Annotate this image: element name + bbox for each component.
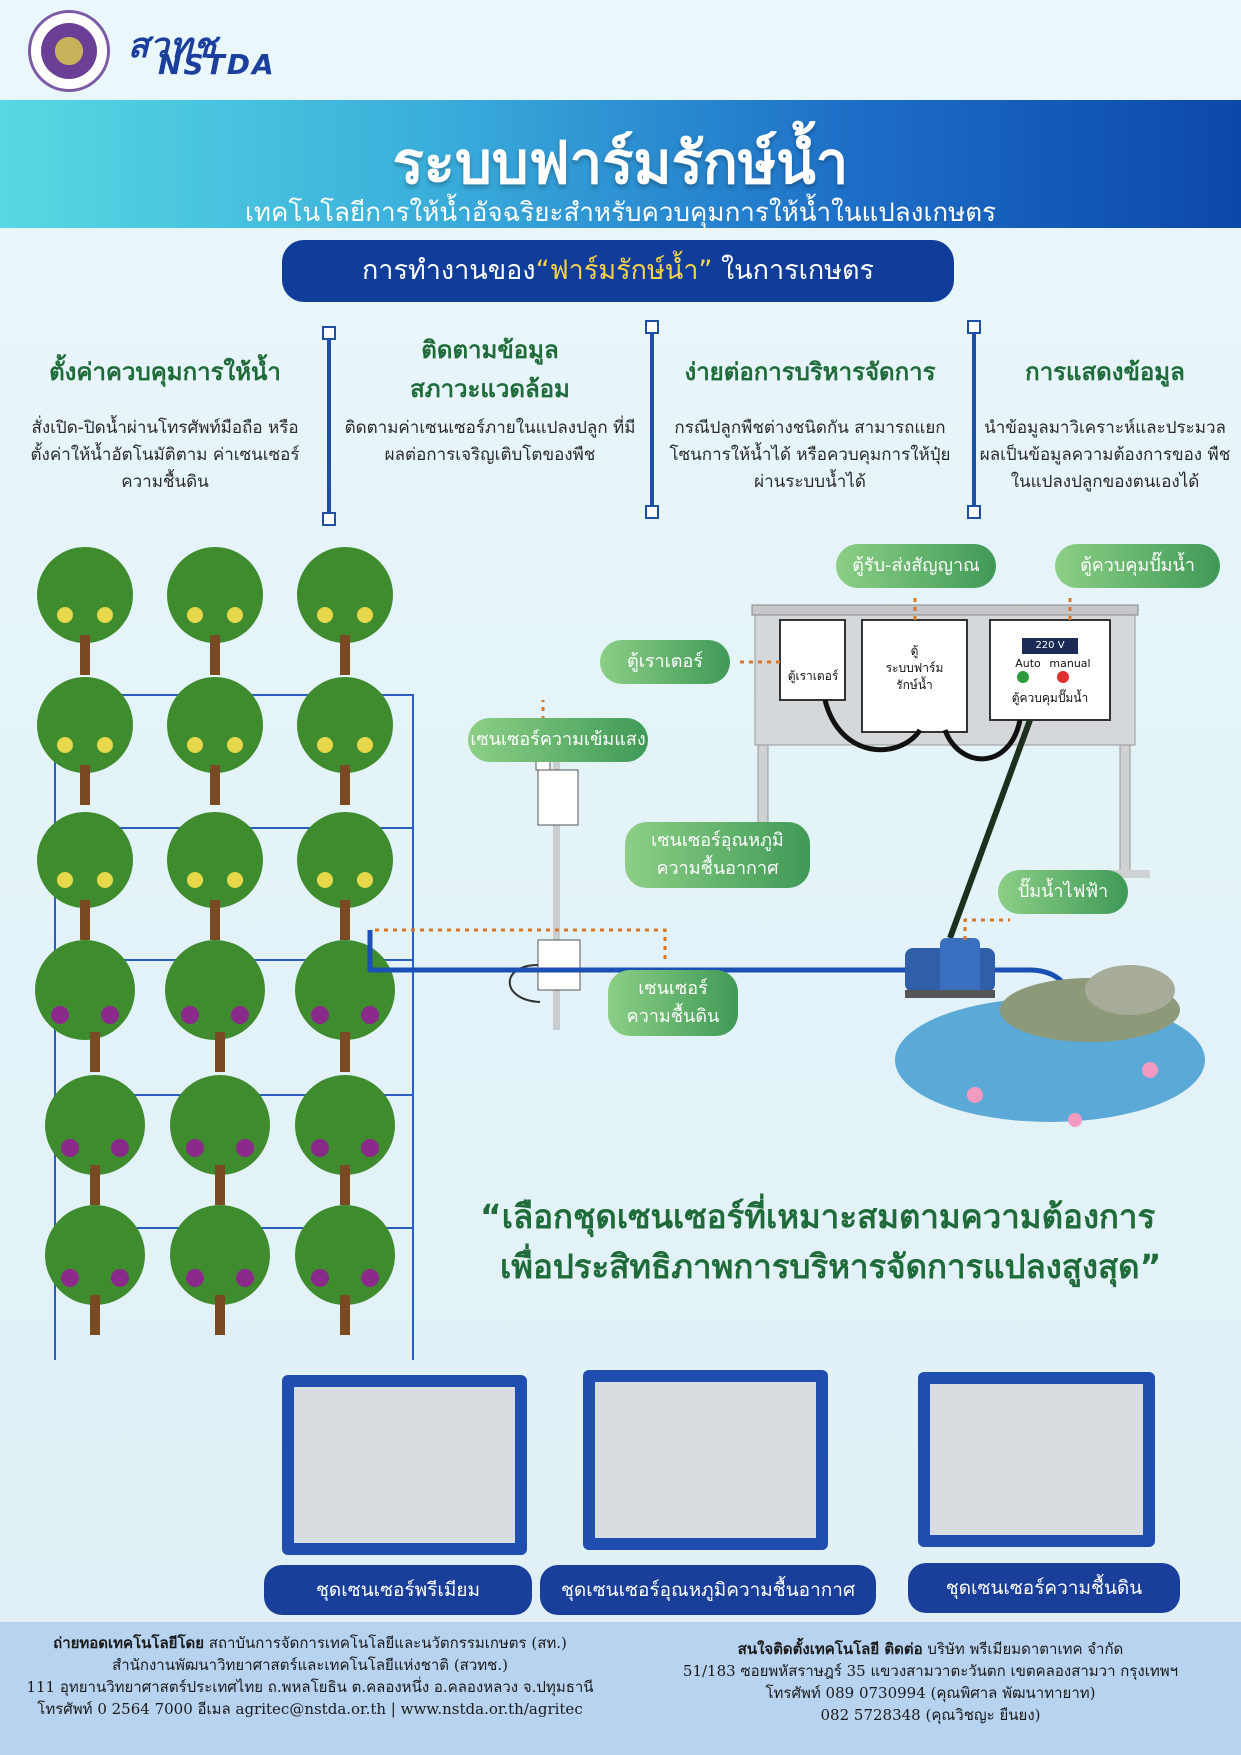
system-box-label-1: ตู้ bbox=[910, 644, 919, 658]
soil-sensor-label: เซนเซอร์ ความชื้นดิน bbox=[608, 970, 738, 1036]
feature-heading-control: ตั้งค่าควบคุมการให้น้ำ bbox=[49, 358, 281, 386]
page-subtitle: เทคโนโลยีการให้น้ำอัจฉริยะสำหรับควบคุมกา… bbox=[244, 198, 997, 228]
voltage-label: 220 V bbox=[1035, 640, 1065, 651]
system-box-label-2: ระบบฟาร์ม bbox=[885, 661, 944, 675]
feature-text-display: นำข้อมูลมาวิเคราะห์และประมวล ผลเป็นข้อมู… bbox=[979, 418, 1231, 492]
kit-label-premium: ชุดเซนเซอร์พรีเมียม bbox=[264, 1565, 532, 1615]
kit-label-air: ชุดเซนเซอร์อุณหภูมิความชื้นอากาศ bbox=[540, 1565, 876, 1615]
electric-pump-label: ปั๊มน้ำไฟฟ้า bbox=[998, 870, 1128, 914]
footer-right: สนใจติดตั้งเทคโนโลยี ติดต่อ บริษัท พรีเม… bbox=[620, 1638, 1241, 1726]
feature-heading-manage: ง่ายต่อการบริหารจัดการ bbox=[684, 358, 936, 386]
column-divider bbox=[972, 324, 976, 510]
quote-line-2: เพื่อประสิทธิภาพการบริหารจัดการแปลงสูงสุ… bbox=[500, 1247, 1162, 1286]
feature-text-monitor: ติดตามค่าเซนเซอร์ภายในแปลงปลูก ที่มีผลต่… bbox=[344, 418, 636, 465]
light-sensor-label: เซนเซอร์ความเข้มแสง bbox=[468, 718, 648, 762]
premium-kit-photo bbox=[282, 1375, 527, 1555]
footer-right-line-2: 51/183 ซอยพหัสราษฎร์ 35 แขวงสามวาตะวันตก… bbox=[682, 1662, 1179, 1680]
section-heading-pre: การทำงานของ bbox=[361, 255, 536, 286]
section-heading-post: ในการเกษตร bbox=[712, 255, 875, 286]
footer-left-lead: ถ่ายทอดเทคโนโลยีโดย bbox=[53, 1634, 205, 1652]
auto-label: Auto bbox=[1015, 657, 1041, 670]
footer-left-org: สถาบันการจัดการเทคโนโลยีและนวัตกรรมเกษตร… bbox=[204, 1634, 567, 1652]
divider-cap bbox=[967, 320, 981, 334]
quote-line-1: “เลือกชุดเซนเซอร์ที่เหมาะสมตามความต้องกา… bbox=[480, 1197, 1156, 1236]
divider-cap bbox=[322, 512, 336, 526]
temp-humidity-line-2: ความชื้นอากาศ bbox=[656, 858, 779, 879]
pump-control-label: ตู้ควบคุมปั๊มน้ำ bbox=[1055, 544, 1220, 588]
feature-heading-display: การแสดงข้อมูล bbox=[1025, 358, 1185, 386]
divider-cap bbox=[645, 505, 659, 519]
footer bbox=[0, 1622, 1241, 1755]
soil-kit-photo bbox=[918, 1372, 1155, 1547]
feature-heading-monitor: ติดตามข้อมูล สภาวะแวดล้อม bbox=[410, 336, 570, 403]
pump-box-label: ตู้ควบคุมปั๊มน้ำ bbox=[1011, 691, 1089, 705]
footer-left-line-4: โทรศัพท์ 0 2564 7000 อีเมล agritec@nstda… bbox=[37, 1700, 583, 1718]
footer-left-line-1: ถ่ายทอดเทคโนโลยีโดย สถาบันการจัดการเทคโน… bbox=[0, 1632, 620, 1654]
router-box-label: ตู้เราเตอร์ bbox=[787, 669, 839, 683]
feature-text-manage: กรณีปลูกพืชต่างชนิดกัน สามารถแยก โซนการใ… bbox=[669, 418, 951, 492]
divider-cap bbox=[967, 505, 981, 519]
footer-right-lead: สนใจติดตั้งเทคโนโลยี ติดต่อ bbox=[737, 1640, 923, 1658]
footer-right-line-4: 082 5728348 (คุณวิชญะ ยืนยง) bbox=[820, 1706, 1041, 1724]
soil-sensor-line-2: ความชื้นดิน bbox=[626, 1006, 720, 1027]
air-kit-photo bbox=[583, 1370, 828, 1550]
title-banner bbox=[0, 100, 1241, 228]
sensor-pole bbox=[508, 719, 581, 1030]
column-divider bbox=[327, 330, 331, 516]
kit-label-soil: ชุดเซนเซอร์ความชื้นดิน bbox=[908, 1563, 1180, 1613]
nstda-logo: สวทช NSTDA bbox=[128, 18, 318, 81]
footer-left: ถ่ายทอดเทคโนโลยีโดย สถาบันการจัดการเทคโน… bbox=[0, 1632, 620, 1720]
section-heading-highlight: “ฟาร์มรักษ์น้ำ” bbox=[535, 255, 713, 286]
temp-humidity-line-1: เซนเซอร์อุณหภูมิ bbox=[651, 830, 784, 851]
temp-humidity-label: เซนเซอร์อุณหภูมิ ความชื้นอากาศ bbox=[625, 822, 810, 888]
pond-illustration bbox=[895, 965, 1205, 1127]
footer-right-line-1: สนใจติดตั้งเทคโนโลยี ติดต่อ บริษัท พรีเม… bbox=[620, 1638, 1241, 1660]
router-label: ตู้เราเตอร์ bbox=[600, 640, 730, 684]
column-divider bbox=[650, 324, 654, 510]
manual-label: manual bbox=[1049, 657, 1091, 670]
control-station bbox=[751, 604, 1150, 940]
signal-box-label: ตู้รับ-ส่งสัญญาณ bbox=[836, 544, 996, 588]
farm-diagram bbox=[35, 547, 1205, 1360]
divider-cap bbox=[322, 326, 336, 340]
nstda-seal-logo bbox=[28, 10, 110, 92]
footer-left-line-2: สำนักงานพัฒนาวิทยาศาสตร์และเทคโนโลยีแห่ง… bbox=[112, 1656, 508, 1674]
divider-cap bbox=[645, 320, 659, 334]
soil-sensor-line-1: เซนเซอร์ bbox=[638, 978, 708, 999]
footer-left-line-3: 111 อุทยานวิทยาศาสตร์ประเทศไทย ถ.พหลโยธิ… bbox=[26, 1678, 594, 1696]
logo-thai-text: สวทช bbox=[128, 26, 218, 66]
footer-right-company: บริษัท พรีเมียมดาตาเทค จำกัด bbox=[922, 1640, 1124, 1658]
page-title: ระบบฟาร์มรักษ์น้ำ bbox=[392, 129, 849, 197]
logo-en-text: NSTDA bbox=[158, 48, 276, 81]
section-heading: การทำงานของ“ฟาร์มรักษ์น้ำ” ในการเกษตร bbox=[282, 240, 954, 302]
system-box-label-3: รักษ์น้ำ bbox=[896, 678, 933, 692]
feature-text-control: สั่งเปิด-ปิดน้ำผ่านโทรศัพท์มือถือ หรือ ต… bbox=[30, 418, 300, 492]
tree-icons bbox=[35, 547, 395, 1335]
electric-pump-icon bbox=[905, 938, 995, 998]
footer-right-line-3: โทรศัพท์ 089 0730994 (คุณพิศาล พัฒนาทายา… bbox=[765, 1684, 1096, 1702]
